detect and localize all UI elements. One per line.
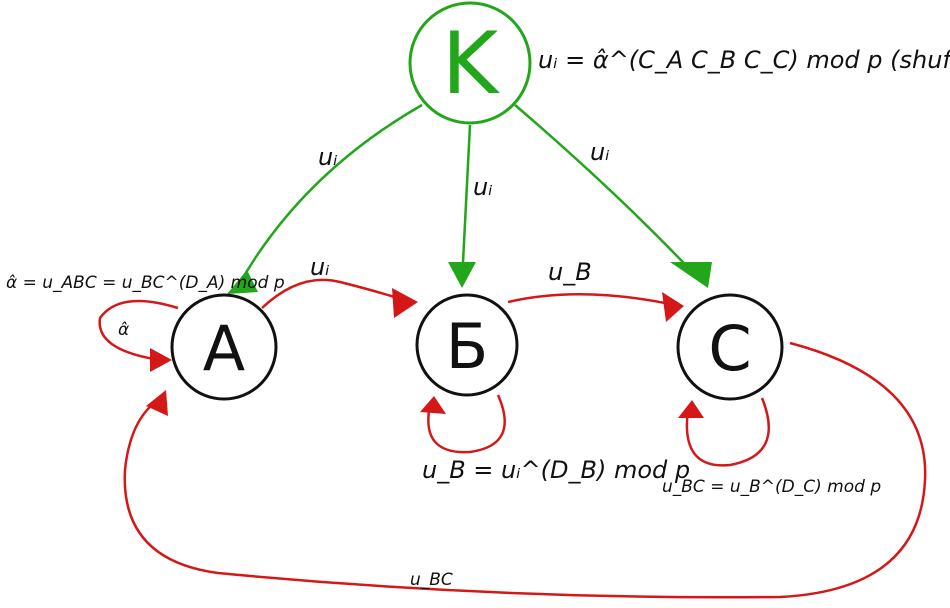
- node-a-label: A: [203, 312, 245, 385]
- edge-k-to-b-line: [460, 124, 472, 283]
- edge-k-to-b-arrowhead: [448, 262, 476, 288]
- node-k-label: K: [442, 14, 501, 114]
- node-c: C: [676, 293, 784, 401]
- edge-k-to-b-label: uᵢ: [473, 173, 493, 201]
- edge-c-to-a-line: [123, 341, 927, 599]
- edge-k-to-c-arrowhead: [670, 262, 712, 288]
- edge-a-to-b: uᵢ: [261, 253, 418, 318]
- edge-b-to-c-label: u_B: [548, 258, 592, 286]
- node-b-circle: [415, 293, 519, 397]
- edge-k-to-a-arrowhead: [227, 270, 258, 294]
- edge-a-to-b-arrowhead: [392, 288, 418, 318]
- edge-b-to-c-line: [507, 292, 676, 307]
- loop-c-arrowhead: [678, 400, 704, 418]
- node-a: A: [170, 293, 278, 401]
- node-b-label: Б: [446, 310, 489, 383]
- edge-c-to-a-arrowhead: [146, 390, 168, 416]
- loop-a: α̂: [98, 299, 179, 372]
- edge-k-to-c: uᵢ: [514, 104, 712, 288]
- loop-c: [678, 397, 770, 467]
- edge-c-to-a: u_BC: [123, 341, 927, 599]
- c-formula: u_BC = u_B^(D_C) mod p: [662, 477, 881, 497]
- node-c-circle: [676, 293, 784, 401]
- edge-a-to-b-line: [261, 278, 411, 309]
- b-formula: u_B = uᵢ^(D_B) mod p: [422, 456, 690, 484]
- a-top-formula: α̂ = u_ABC = u_BC^(D_A) mod p: [6, 273, 285, 293]
- node-c-label: C: [708, 312, 751, 385]
- edge-k-to-a-line: [235, 103, 423, 289]
- loop-b-arrowhead: [420, 396, 446, 414]
- loop-b: [420, 394, 506, 454]
- k-formula: uᵢ = α̂^(C_A C_B C_C) mod p (shuffle): [538, 46, 950, 74]
- edge-b-to-c-arrowhead: [662, 292, 684, 322]
- edge-k-to-c-line: [514, 104, 699, 279]
- loop-a-line: [98, 299, 179, 362]
- loop-b-line: [427, 394, 506, 454]
- edge-k-to-a: uᵢ: [227, 103, 423, 294]
- edge-k-to-c-label: uᵢ: [590, 138, 610, 166]
- node-k-circle: [408, 1, 532, 125]
- edge-b-to-c: u_B: [507, 258, 684, 322]
- edge-k-to-a-label: uᵢ: [318, 143, 338, 171]
- node-b: Б: [415, 293, 519, 397]
- edge-k-to-b: uᵢ: [448, 124, 493, 288]
- node-a-circle: [170, 293, 278, 401]
- loop-a-label: α̂: [118, 320, 129, 340]
- loop-a-arrowhead: [150, 348, 172, 372]
- loop-c-line: [685, 397, 770, 467]
- node-k: K: [408, 1, 532, 125]
- edge-a-to-b-label: uᵢ: [310, 253, 330, 281]
- edge-c-to-a-label: u_BC: [410, 570, 453, 590]
